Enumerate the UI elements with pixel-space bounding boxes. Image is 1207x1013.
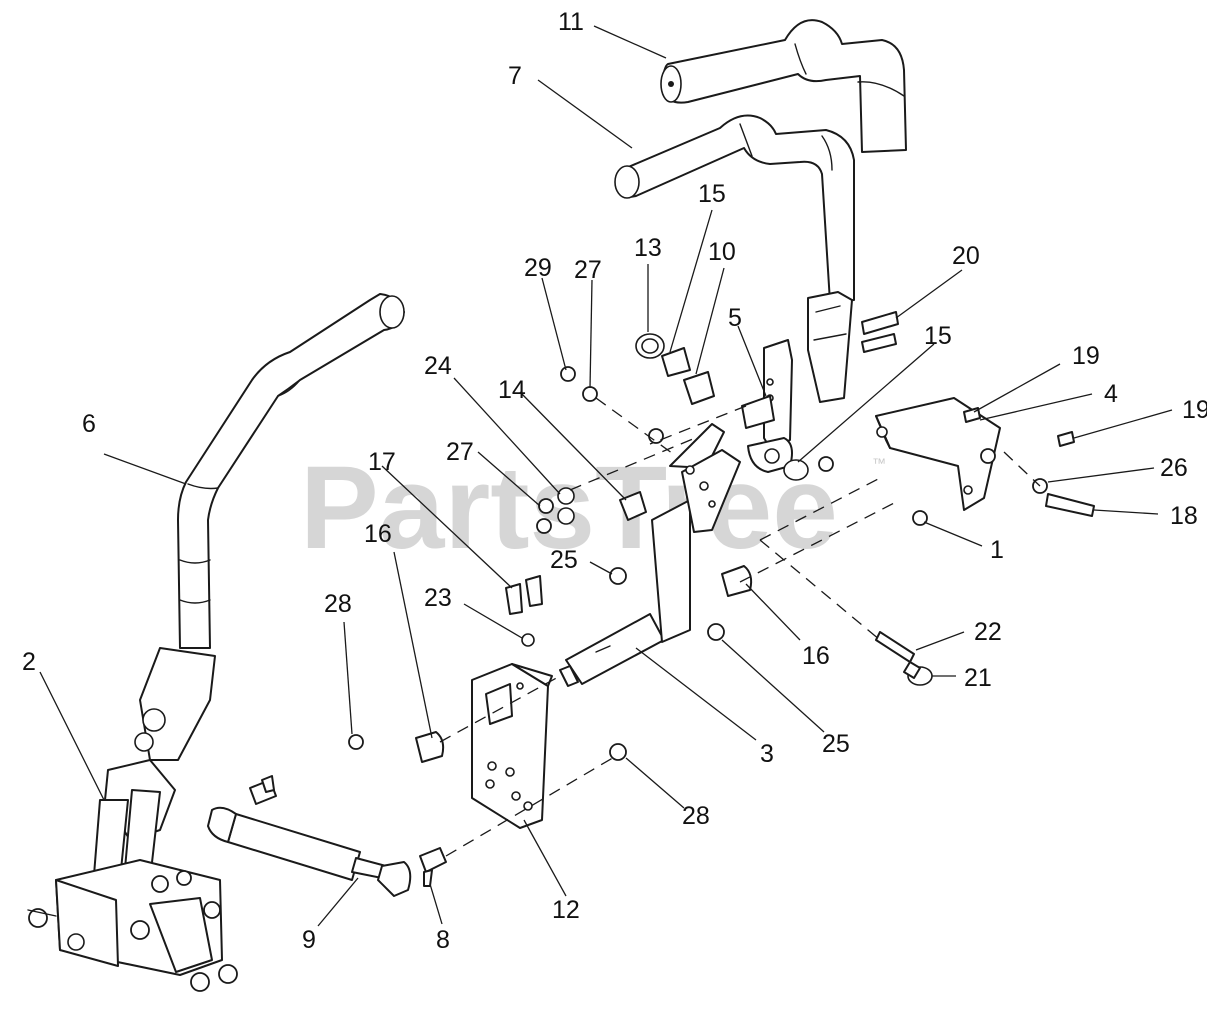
- watermark-trademark: ™: [872, 455, 886, 471]
- callout-5: 5: [728, 304, 742, 332]
- callout-8: 8: [436, 926, 450, 954]
- part-16-bushing: [415, 731, 445, 763]
- callout-25-b: 25: [822, 730, 850, 758]
- part-27-nut: [582, 386, 598, 402]
- part-29-nut: [560, 366, 576, 382]
- part-18-bolt: [1045, 493, 1095, 517]
- part-28-nut: [348, 734, 364, 750]
- callout-9: 9: [302, 926, 316, 954]
- part-11-handle-grip: [660, 19, 907, 153]
- callout-18: 18: [1170, 502, 1198, 530]
- part-3-control-shaft: [559, 423, 741, 687]
- callout-19: 19: [1072, 342, 1100, 370]
- callout-2: 2: [22, 648, 36, 676]
- callout-22: 22: [974, 618, 1002, 646]
- callout-3: 3: [760, 740, 774, 768]
- part-1-nut: [912, 510, 928, 526]
- hardware-items: [348, 311, 1095, 763]
- callout-26: 26: [1160, 454, 1188, 482]
- part-27-nut-b: [538, 498, 554, 514]
- callout-13: 13: [634, 234, 662, 262]
- callout-labels: 11 7 15 13 10 20 29 27 5 15 24 14 19 4 1…: [22, 8, 1207, 954]
- part-23-washer: [521, 633, 535, 647]
- callout-15-lower: 15: [924, 322, 952, 350]
- assembly-lines: [439, 397, 1041, 857]
- callout-29: 29: [524, 254, 552, 282]
- callout-16-b: 16: [802, 642, 830, 670]
- part-9-damper: [207, 806, 412, 897]
- part-25-nut: [609, 567, 627, 585]
- callout-23: 23: [424, 584, 452, 612]
- part-24-washer: [557, 487, 575, 505]
- callout-16: 16: [364, 520, 392, 548]
- part-25-nut-b: [707, 623, 725, 641]
- part-28-nut-b: [609, 743, 627, 761]
- part-15-bushing-lower: [783, 459, 809, 481]
- callout-25: 25: [550, 546, 578, 574]
- part-6-left-lever: [177, 293, 405, 649]
- callout-7: 7: [508, 62, 522, 90]
- leader-lines: [39, 25, 1173, 927]
- part-12-mount-plate: [471, 663, 553, 829]
- callout-1: 1: [990, 536, 1004, 564]
- part-16-bushing-b: [721, 565, 753, 597]
- part-20-bolt: [861, 311, 899, 335]
- callout-17: 17: [368, 448, 396, 476]
- callout-10: 10: [708, 238, 736, 266]
- callout-27-b: 27: [446, 438, 474, 466]
- part-4-bracket: [875, 397, 1001, 511]
- part-8-bolt: [249, 775, 447, 887]
- callout-6: 6: [82, 410, 96, 438]
- callout-27: 27: [574, 256, 602, 284]
- part-2-left-control-assembly: [27, 647, 238, 992]
- callout-4: 4: [1104, 380, 1118, 408]
- callout-28: 28: [324, 590, 352, 618]
- part-5-handle-mount: [741, 339, 793, 473]
- callout-21: 21: [964, 664, 992, 692]
- part-10-spacer: [683, 371, 715, 405]
- part-7-steering-lever: [614, 114, 855, 403]
- callout-14: 14: [498, 376, 526, 404]
- callout-20: 20: [952, 242, 980, 270]
- callout-24: 24: [424, 352, 452, 380]
- part-17-bolt: [505, 583, 523, 615]
- part-14-spacer: [619, 491, 647, 521]
- callout-28-b: 28: [682, 802, 710, 830]
- part-15-bushing: [661, 347, 691, 377]
- callout-12: 12: [552, 896, 580, 924]
- callout-19-lower: 19: [1182, 396, 1207, 424]
- callout-15: 15: [698, 180, 726, 208]
- callout-11: 11: [558, 8, 584, 36]
- part-22-pin: [875, 631, 915, 663]
